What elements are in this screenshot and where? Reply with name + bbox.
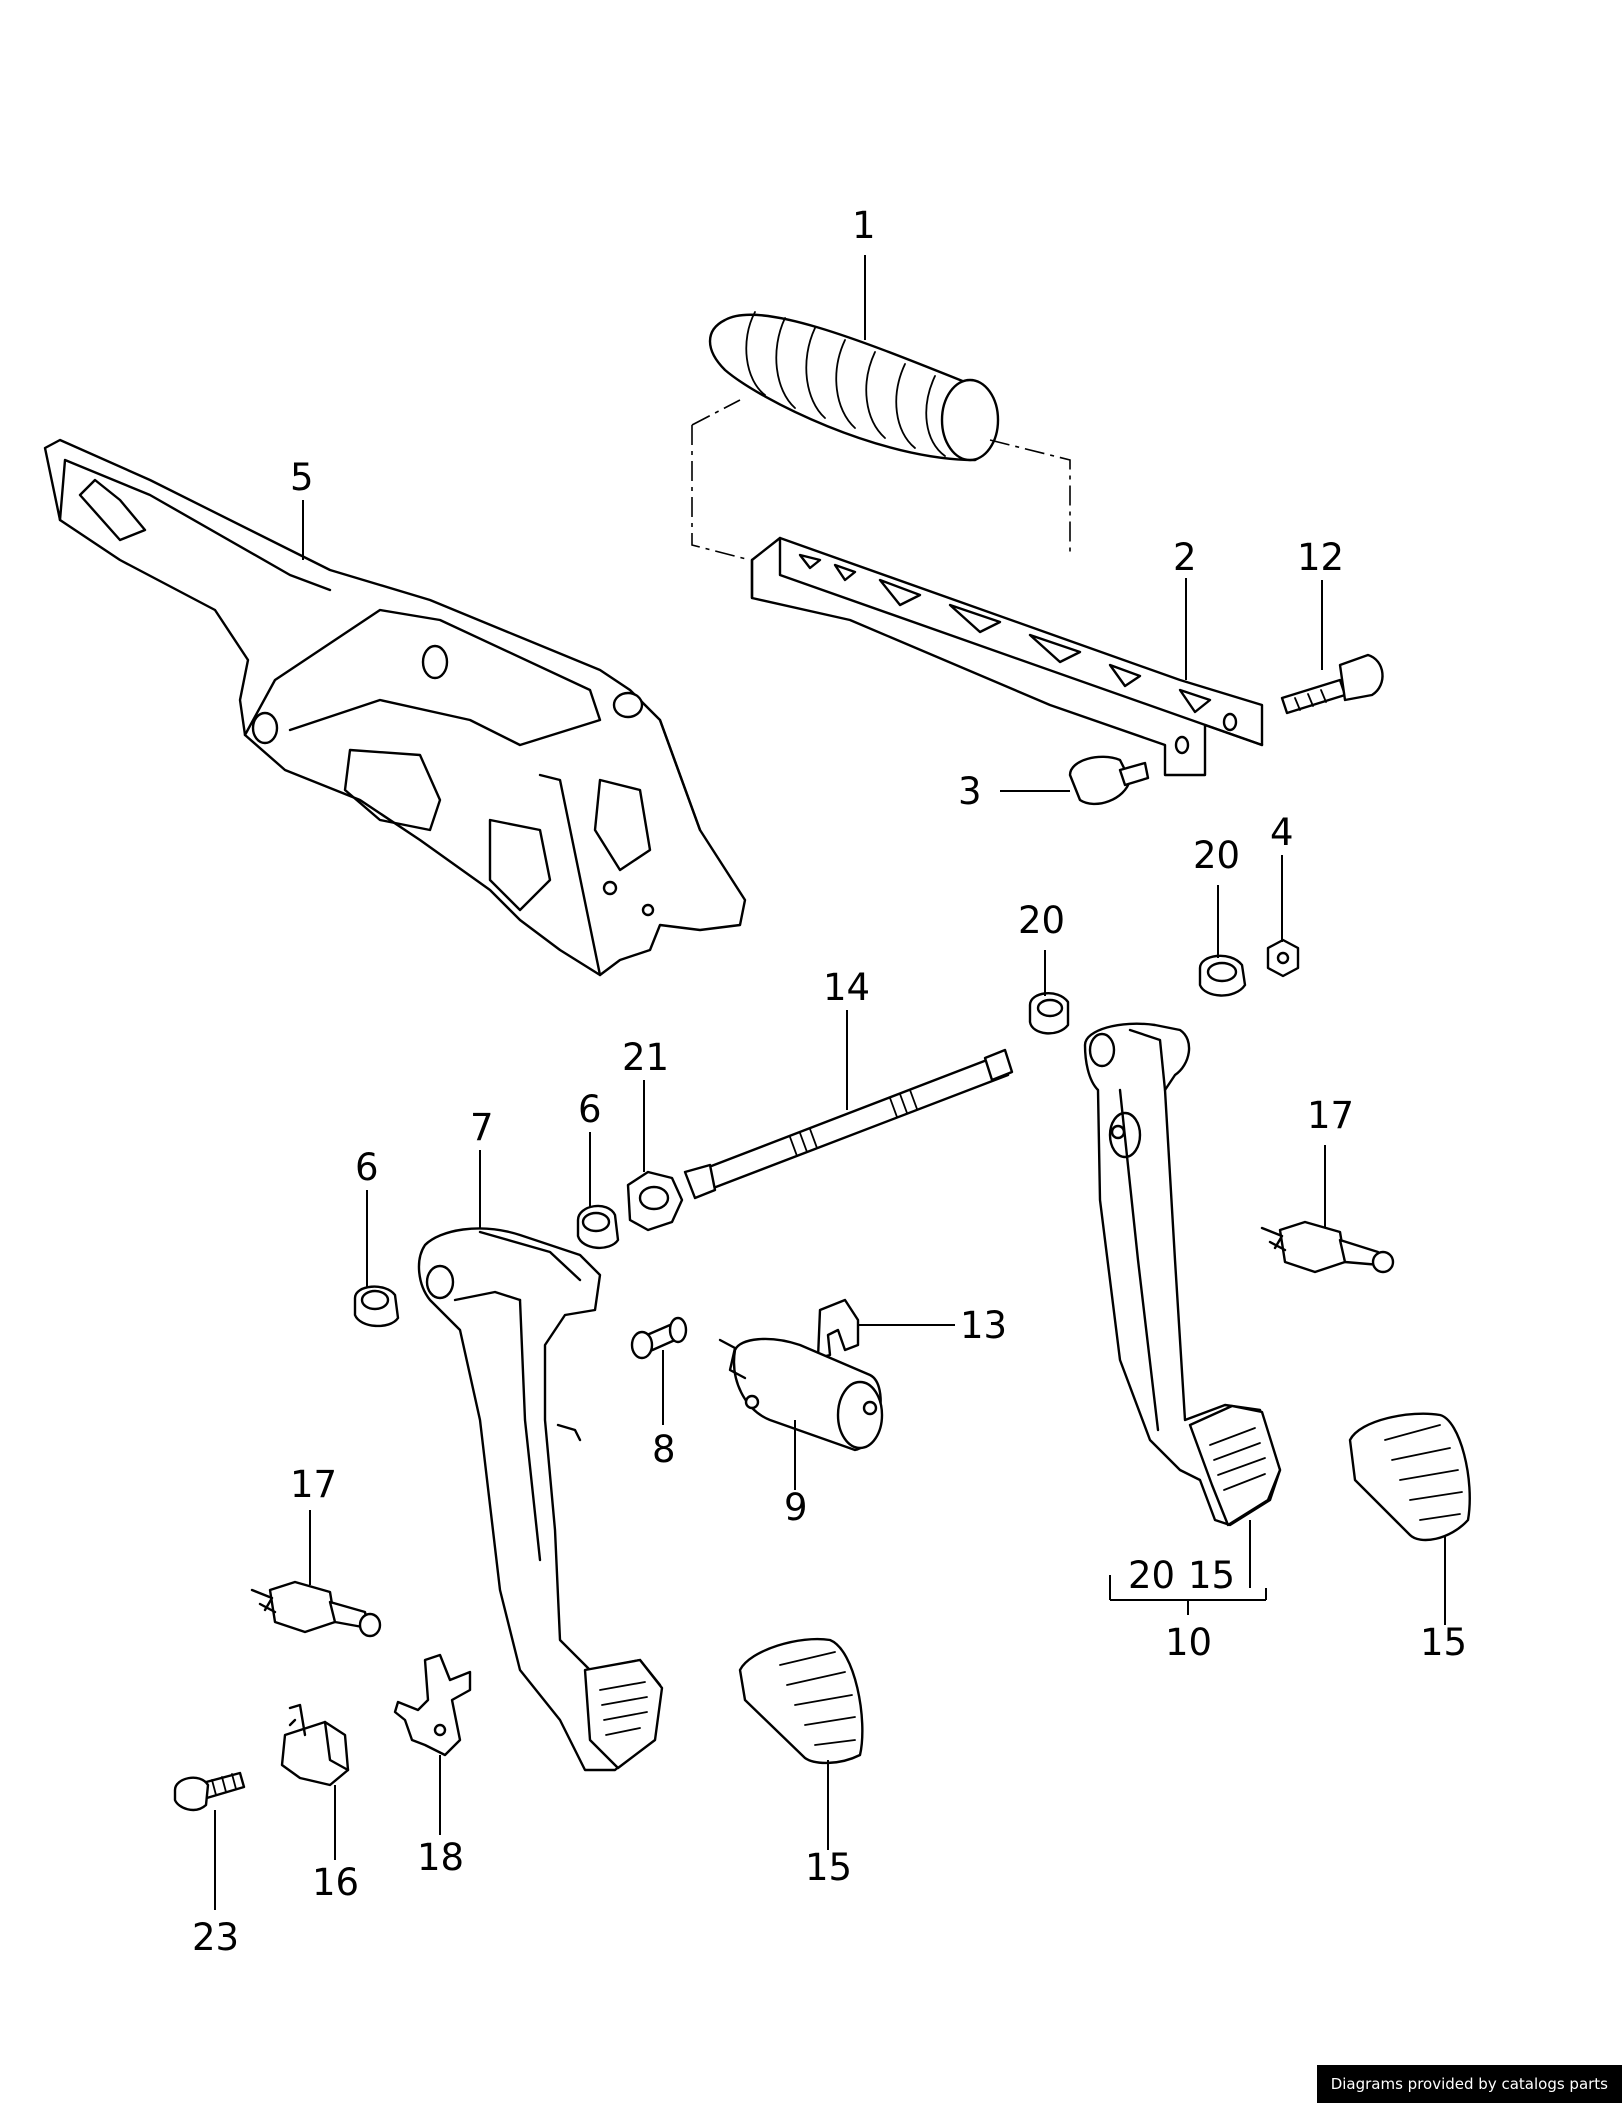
callout-8: 8 (652, 1428, 676, 1471)
callout-15-bottom: 15 (805, 1846, 852, 1889)
callout-10-sub-15: 15 (1188, 1554, 1235, 1597)
callout-2: 2 (1173, 536, 1197, 579)
part-15-pedal-pad-bottom[interactable] (738, 1637, 864, 1765)
part-1-rubber-boot[interactable] (708, 311, 1000, 462)
assembly-dashed-outline (691, 399, 1071, 561)
callout-13: 13 (960, 1304, 1007, 1347)
part-17-switch-right[interactable] (1260, 1220, 1395, 1274)
part-13-clip[interactable] (816, 1298, 860, 1360)
callout-12: 12 (1297, 536, 1344, 579)
callout-18: 18 (417, 1836, 464, 1879)
part-2-support-rail[interactable] (750, 536, 1264, 777)
part-18-bracket-plate[interactable] (393, 1653, 472, 1757)
callout-4: 4 (1270, 811, 1294, 854)
part-15-pedal-pad-right[interactable] (1348, 1412, 1471, 1542)
part-14-pedal-shaft[interactable] (683, 1048, 1014, 1200)
part-12-bolt[interactable] (1280, 653, 1384, 715)
part-23-bolt[interactable] (173, 1771, 246, 1812)
callout-20-middle: 20 (1018, 899, 1065, 942)
part-10-brake-pedal[interactable] (1083, 1022, 1282, 1527)
part-5-pedal-bracket[interactable] (43, 438, 747, 977)
leader-lines (214, 255, 1446, 1910)
diagram-credit: Diagrams provided by catalogs parts (1316, 2065, 1622, 2103)
part-6-bushing-middle[interactable] (576, 1204, 620, 1249)
callout-17-left: 17 (290, 1463, 337, 1506)
callout-16: 16 (312, 1861, 359, 1904)
part-9-cylinder[interactable] (718, 1337, 884, 1452)
part-16-switch-bracket[interactable] (280, 1703, 350, 1787)
part-20-bushing-middle[interactable] (1028, 992, 1070, 1035)
part-6-bushing-left[interactable] (353, 1285, 400, 1328)
part-17-switch-left[interactable] (250, 1580, 382, 1638)
callout-labels: 1 5 2 12 3 4 20 20 14 21 6 7 6 17 13 8 9… (192, 204, 1467, 1959)
part-20-bushing-right[interactable] (1198, 954, 1247, 997)
callout-10-sub-20: 20 (1128, 1554, 1175, 1597)
callout-7: 7 (470, 1106, 494, 1149)
callout-14: 14 (823, 966, 870, 1009)
callout-6-left: 6 (355, 1146, 379, 1189)
callout-6-middle: 6 (578, 1088, 602, 1131)
callout-23: 23 (192, 1916, 239, 1959)
part-7-clutch-pedal[interactable] (417, 1227, 664, 1772)
callout-21: 21 (622, 1036, 669, 1079)
part-4-nut[interactable] (1266, 938, 1300, 978)
callout-9: 9 (784, 1486, 808, 1529)
callout-3: 3 (958, 770, 982, 813)
part-8-pin[interactable] (630, 1316, 688, 1360)
part-3-bolt[interactable] (1068, 755, 1150, 806)
callout-17-right: 17 (1307, 1094, 1354, 1137)
callout-1: 1 (852, 204, 876, 247)
callout-10: 10 (1165, 1621, 1212, 1664)
callout-20-right: 20 (1193, 834, 1240, 877)
callout-15-right: 15 (1420, 1621, 1467, 1664)
part-21-nut[interactable] (626, 1170, 684, 1232)
callout-5: 5 (290, 456, 314, 499)
